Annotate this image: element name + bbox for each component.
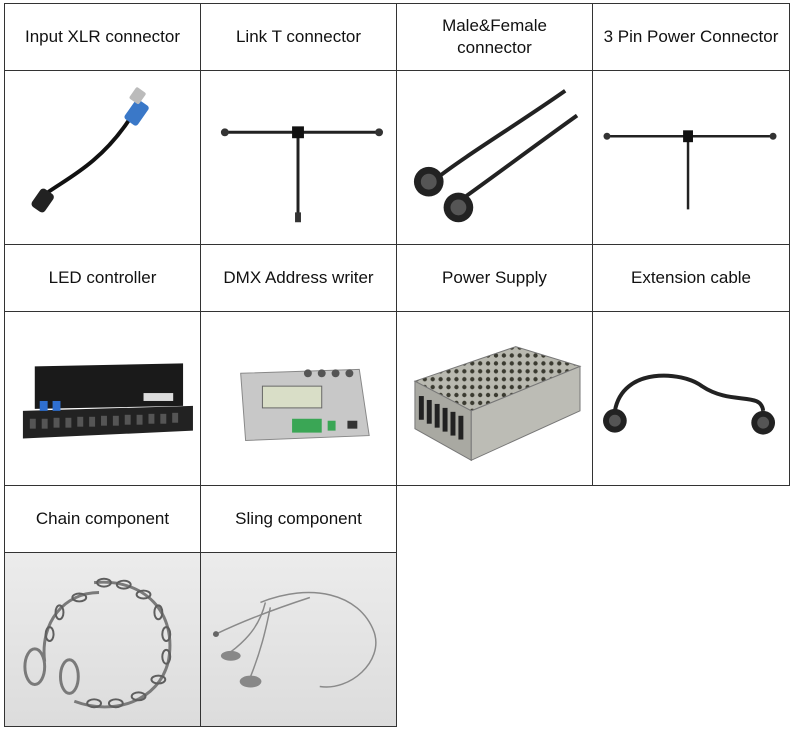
male-female-connector-icon — [413, 89, 579, 223]
image-extension-cable — [592, 311, 790, 486]
header-input-xlr-connector: Input XLR connector — [4, 3, 201, 71]
image-dmx-address-writer — [200, 311, 397, 486]
header-link-t-connector: Link T connector — [200, 3, 397, 71]
header-dmx-address-writer: DMX Address writer — [200, 244, 397, 312]
header-label: Input XLR connector — [25, 27, 180, 46]
image-chain-component — [4, 552, 201, 727]
chain-icon — [23, 577, 172, 709]
header-sling-component: Sling component — [200, 485, 397, 553]
image-male-female-connector — [396, 70, 593, 245]
header-led-controller: LED controller — [4, 244, 201, 312]
image-sling-component — [200, 552, 397, 727]
header-label: Chain component — [35, 509, 170, 528]
image-led-controller — [4, 311, 201, 486]
header-label: Male&Female connector — [442, 16, 547, 57]
image-power-supply — [396, 311, 593, 486]
header-label: LED controller — [48, 268, 157, 287]
header-label: DMX Address writer — [223, 268, 374, 287]
header-chain-component: Chain component — [4, 485, 201, 553]
t-connector-icon — [220, 126, 384, 223]
header-label: Link T connector — [235, 27, 362, 46]
power-supply-icon — [413, 346, 582, 462]
header-male-female-connector: Male&Female connector — [396, 3, 593, 71]
header-power-supply: Power Supply — [396, 244, 593, 312]
led-controller-icon — [22, 363, 193, 439]
power-connector-icon — [603, 130, 777, 210]
header-label: 3 Pin Power Connector — [603, 27, 779, 46]
header-extension-cable: Extension cable — [592, 244, 790, 312]
image-input-xlr-connector — [4, 70, 201, 245]
image-3-pin-power-connector — [592, 70, 790, 245]
extension-cable-icon — [603, 373, 776, 435]
sling-icon — [212, 591, 377, 688]
header-label: Power Supply — [442, 268, 547, 287]
image-link-t-connector — [200, 70, 397, 245]
header-label: Sling component — [235, 509, 362, 528]
dmx-writer-icon — [240, 368, 370, 442]
xlr-connector-icon — [31, 87, 149, 213]
header-3-pin-power-connector: 3 Pin Power Connector — [592, 3, 790, 71]
header-label: Extension cable — [630, 268, 752, 287]
